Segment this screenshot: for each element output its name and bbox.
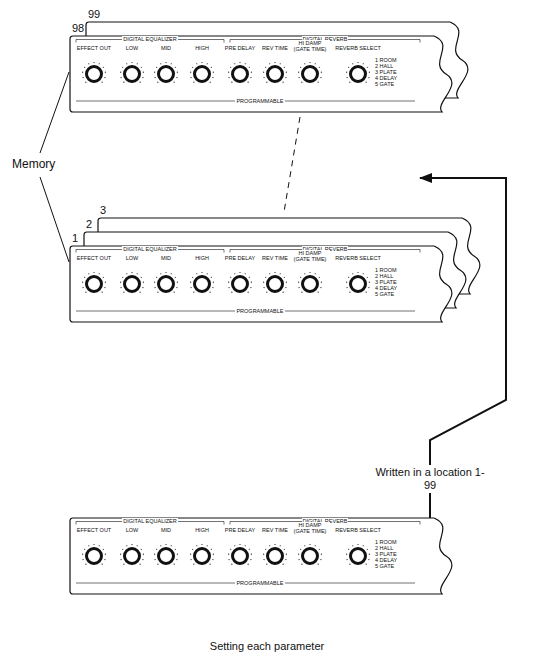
memory-group: Memory9998DIGITAL EQUALIZERDIGITAL REVER… — [8, 0, 420, 340]
knob — [346, 544, 370, 565]
section-tick — [420, 250, 421, 253]
section-tick — [76, 40, 77, 43]
knob — [298, 62, 322, 83]
knob — [346, 62, 370, 83]
knob — [298, 544, 322, 565]
knob — [263, 62, 287, 83]
knob — [228, 62, 252, 83]
section-tick — [420, 40, 421, 43]
location-number: 99 — [88, 8, 100, 21]
knob — [228, 272, 252, 293]
knob — [120, 62, 144, 83]
caption: Setting each parameter — [210, 640, 324, 653]
knob — [82, 544, 106, 565]
location-number: 98 — [72, 22, 84, 35]
panel-label: REV TIME — [261, 527, 289, 533]
panel-label: EFFECT OUT — [76, 527, 112, 533]
panel-label: HIGH — [194, 527, 210, 533]
panel-label: 5 GATE — [374, 81, 395, 87]
section-tick — [420, 522, 421, 525]
panel-label: MID — [160, 45, 172, 51]
panel-label: MID — [160, 255, 172, 261]
location-number: 2 — [86, 218, 92, 231]
panel-label: DIGITAL EQUALIZER — [122, 36, 177, 42]
panel-label: REV TIME — [261, 255, 289, 261]
panel-label: LOW — [125, 527, 140, 533]
location-number: 1 — [72, 232, 78, 245]
knob — [154, 62, 178, 83]
memory-panel: 1DIGITAL EQUALIZERDIGITAL REVERBEFFECT O… — [70, 232, 464, 322]
panel-label: EFFECT OUT — [76, 45, 112, 51]
knob — [120, 272, 144, 293]
bracket-line — [40, 72, 69, 153]
setting-panel: DIGITAL EQUALIZERDIGITAL REVERBEFFECT OU… — [70, 518, 464, 594]
panel-label: REVERB SELECT — [334, 527, 382, 533]
panel-label: HIGH — [194, 255, 210, 261]
knob — [228, 544, 252, 565]
knob — [82, 272, 106, 293]
section-tick — [224, 522, 225, 525]
panel-label: LOW — [125, 45, 140, 51]
knob — [190, 62, 214, 83]
knob — [263, 544, 287, 565]
panel-label: MID — [160, 527, 172, 533]
panel-label: HI DAMP (GATE TIME) — [290, 40, 330, 53]
section-tick — [224, 250, 225, 253]
panel-label: DIGITAL EQUALIZER — [122, 518, 177, 524]
panel-label: PROGRAMMABLE — [235, 580, 284, 586]
panel-label: REV TIME — [261, 45, 289, 51]
knob — [120, 544, 144, 565]
memory-label: Memory — [12, 158, 55, 172]
edge-label: Written in a location 1-99 — [368, 465, 492, 493]
dashed-continuation — [284, 117, 300, 212]
knob — [346, 272, 370, 293]
panel-label: PROGRAMMABLE — [235, 98, 284, 104]
panel-label: HIGH — [194, 45, 210, 51]
section-tick — [76, 522, 77, 525]
panel-label: REVERB SELECT — [334, 45, 382, 51]
knob — [154, 544, 178, 565]
section-tick — [230, 250, 231, 253]
panel-label: REVERB SELECT — [334, 255, 382, 261]
section-tick — [230, 40, 231, 43]
knob — [190, 544, 214, 565]
knob — [298, 272, 322, 293]
panel-label: PRE DELAY — [224, 255, 256, 261]
panel-label: PRE DELAY — [224, 45, 256, 51]
panel-label: EFFECT OUT — [76, 255, 112, 261]
section-tick — [224, 40, 225, 43]
memory-panel: 98DIGITAL EQUALIZERDIGITAL REVERBEFFECT … — [70, 22, 464, 112]
panel-label: 5 GATE — [374, 563, 395, 569]
panel-label: 5 GATE — [374, 291, 395, 297]
bracket-line — [40, 177, 69, 262]
panel-face — [70, 36, 452, 112]
section-tick — [76, 250, 77, 253]
panel-label: HI DAMP (GATE TIME) — [290, 250, 330, 263]
knob — [82, 62, 106, 83]
panel-face — [70, 246, 452, 322]
knob — [154, 272, 178, 293]
panel-label: PRE DELAY — [224, 527, 256, 533]
knob — [190, 272, 214, 293]
location-number: 3 — [100, 204, 106, 217]
section-tick — [230, 522, 231, 525]
panel-label: PROGRAMMABLE — [235, 308, 284, 314]
knob — [263, 272, 287, 293]
panel-label: DIGITAL EQUALIZER — [122, 246, 177, 252]
panel-label: HI DAMP (GATE TIME) — [290, 522, 330, 535]
panel-face — [70, 518, 452, 594]
panel-label: LOW — [125, 255, 140, 261]
